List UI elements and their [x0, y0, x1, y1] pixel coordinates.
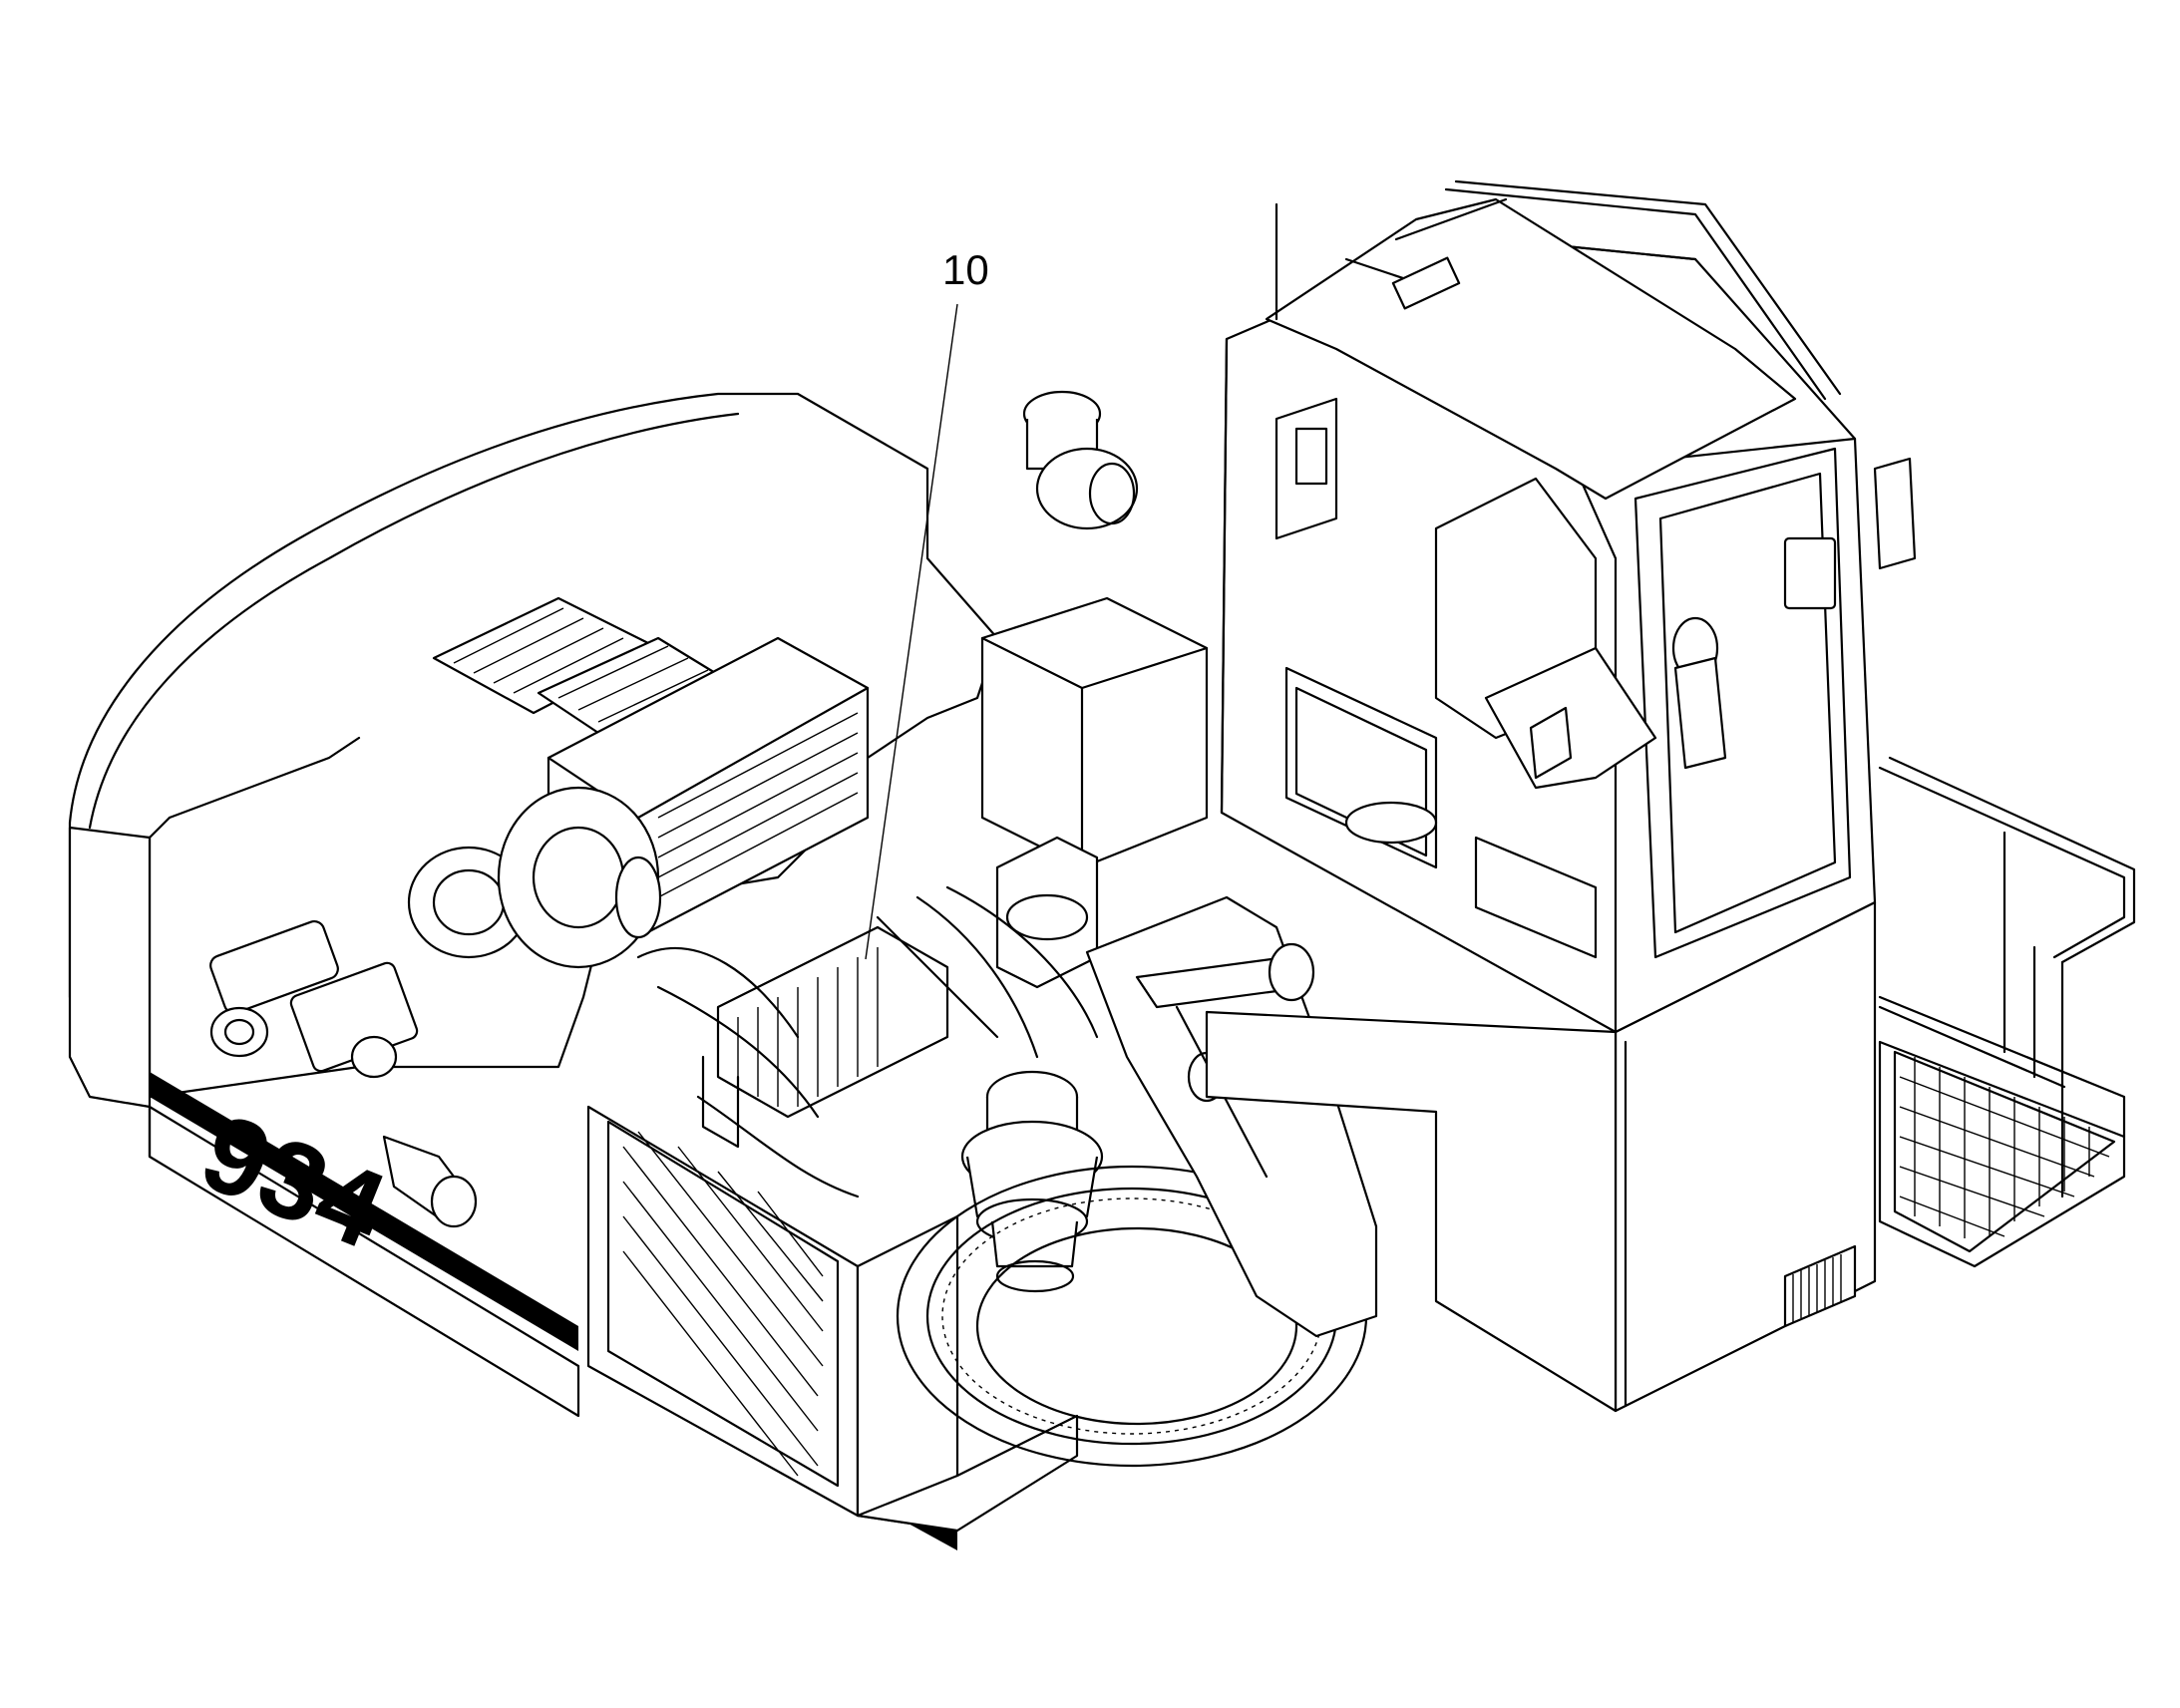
counterweight [68, 826, 580, 1418]
hydraulic-tank [980, 596, 1209, 989]
engine-fan [497, 786, 662, 969]
swing-motor [960, 1070, 1104, 1293]
hydraulic-hoses [636, 885, 1099, 1198]
cab-vent [1783, 1244, 1857, 1328]
walkway-platform [1878, 1040, 2126, 1268]
boom-mount-frame [1085, 895, 1378, 1338]
callout-10-leader-line [865, 303, 958, 960]
callout-10-label: 10 [942, 246, 989, 293]
front-side-box [856, 1214, 1079, 1533]
air-cleaner [1022, 390, 1139, 530]
operator-cab [1205, 179, 1917, 1413]
control-valve [701, 925, 949, 1149]
callout-10: 10 [865, 246, 989, 960]
handrail [1878, 756, 2136, 1198]
